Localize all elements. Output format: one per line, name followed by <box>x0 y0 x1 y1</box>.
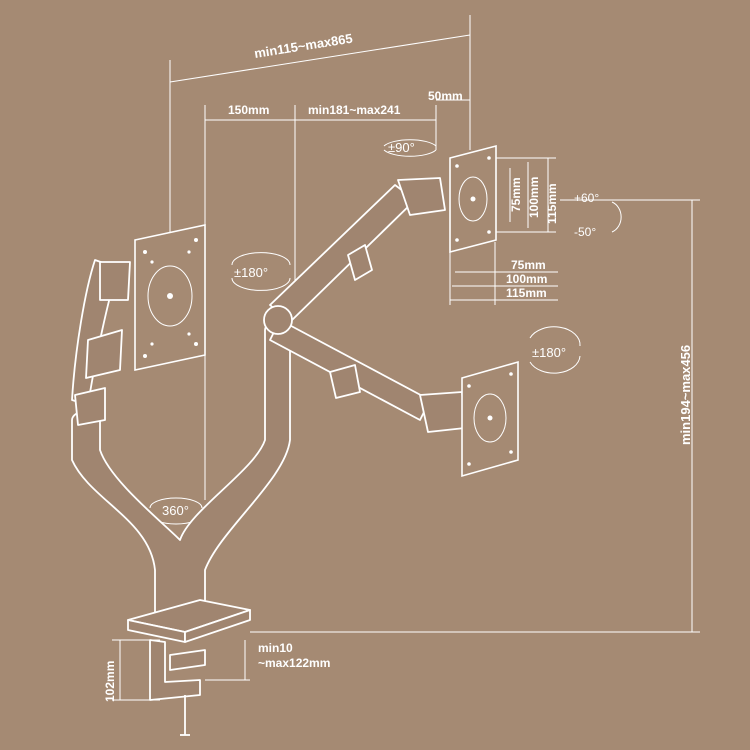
offset-label: 50mm <box>428 89 463 103</box>
height-range-label: min194~max456 <box>678 345 693 445</box>
rotation-arrow-icon <box>231 277 291 291</box>
left-arm-spring <box>85 329 123 379</box>
rotation-arrow-icon <box>611 201 622 233</box>
swivel-left-group: ±180° <box>231 252 291 291</box>
clamp-height-label: 102mm <box>103 661 117 702</box>
mount-pole <box>71 321 291 616</box>
swivel-right-group: ±180° <box>529 326 581 374</box>
right-upper-arm <box>269 184 416 323</box>
desk-clamp-icon <box>149 639 206 736</box>
vesa-h-75-label: 75mm <box>511 258 546 272</box>
left-span-label: 150mm <box>228 103 269 117</box>
rotation-arrow-icon <box>383 149 437 157</box>
vesa-h-115-label: 115mm <box>506 286 547 300</box>
upper-arm-clip <box>347 244 373 281</box>
swivel-right-label: ±180° <box>532 345 566 360</box>
left-arm-joint <box>99 261 131 301</box>
total-reach-line <box>169 34 471 83</box>
upper-arm-tilt-joint <box>397 177 446 216</box>
total-reach-label: min115~max865 <box>253 31 354 61</box>
rotation-arrow-icon <box>149 497 203 509</box>
vesa-plate-icon <box>461 360 519 478</box>
rotation-arrow-icon <box>383 139 437 147</box>
lower-arm-clip <box>329 364 361 399</box>
tilt-down-label: -50° <box>574 225 596 239</box>
tilt-up-label: +60° <box>574 191 599 205</box>
lower-arm-tilt-joint <box>419 391 466 433</box>
tilt-90-label: ±90° <box>388 140 415 155</box>
rotation-90-group: ±90° <box>383 139 437 157</box>
center-joint <box>263 305 293 335</box>
base-plate-front <box>184 609 251 643</box>
base-rotation-label: 360° <box>162 503 189 518</box>
rotation-arrow-icon <box>529 326 581 347</box>
desk-range-label-2: ~max122mm <box>258 656 330 670</box>
vesa-plate-icon <box>134 224 206 371</box>
vesa-plate-icon <box>449 144 497 254</box>
mount-body <box>71 177 466 736</box>
desk-range-label-1: min10 <box>258 641 293 655</box>
swivel-left-label: ±180° <box>234 265 268 280</box>
vesa-v-75-label: 75mm <box>509 177 523 212</box>
vesa-v-100-label: 100mm <box>527 177 541 218</box>
rotation-arrow-icon <box>529 355 581 374</box>
vesa-v-115-label: 115mm <box>545 183 559 224</box>
rotation-arrow-icon <box>231 252 291 266</box>
left-arm-elbow <box>74 387 106 426</box>
arm-reach-label: min181~max241 <box>308 103 401 117</box>
vesa-h-100-label: 100mm <box>506 272 547 286</box>
